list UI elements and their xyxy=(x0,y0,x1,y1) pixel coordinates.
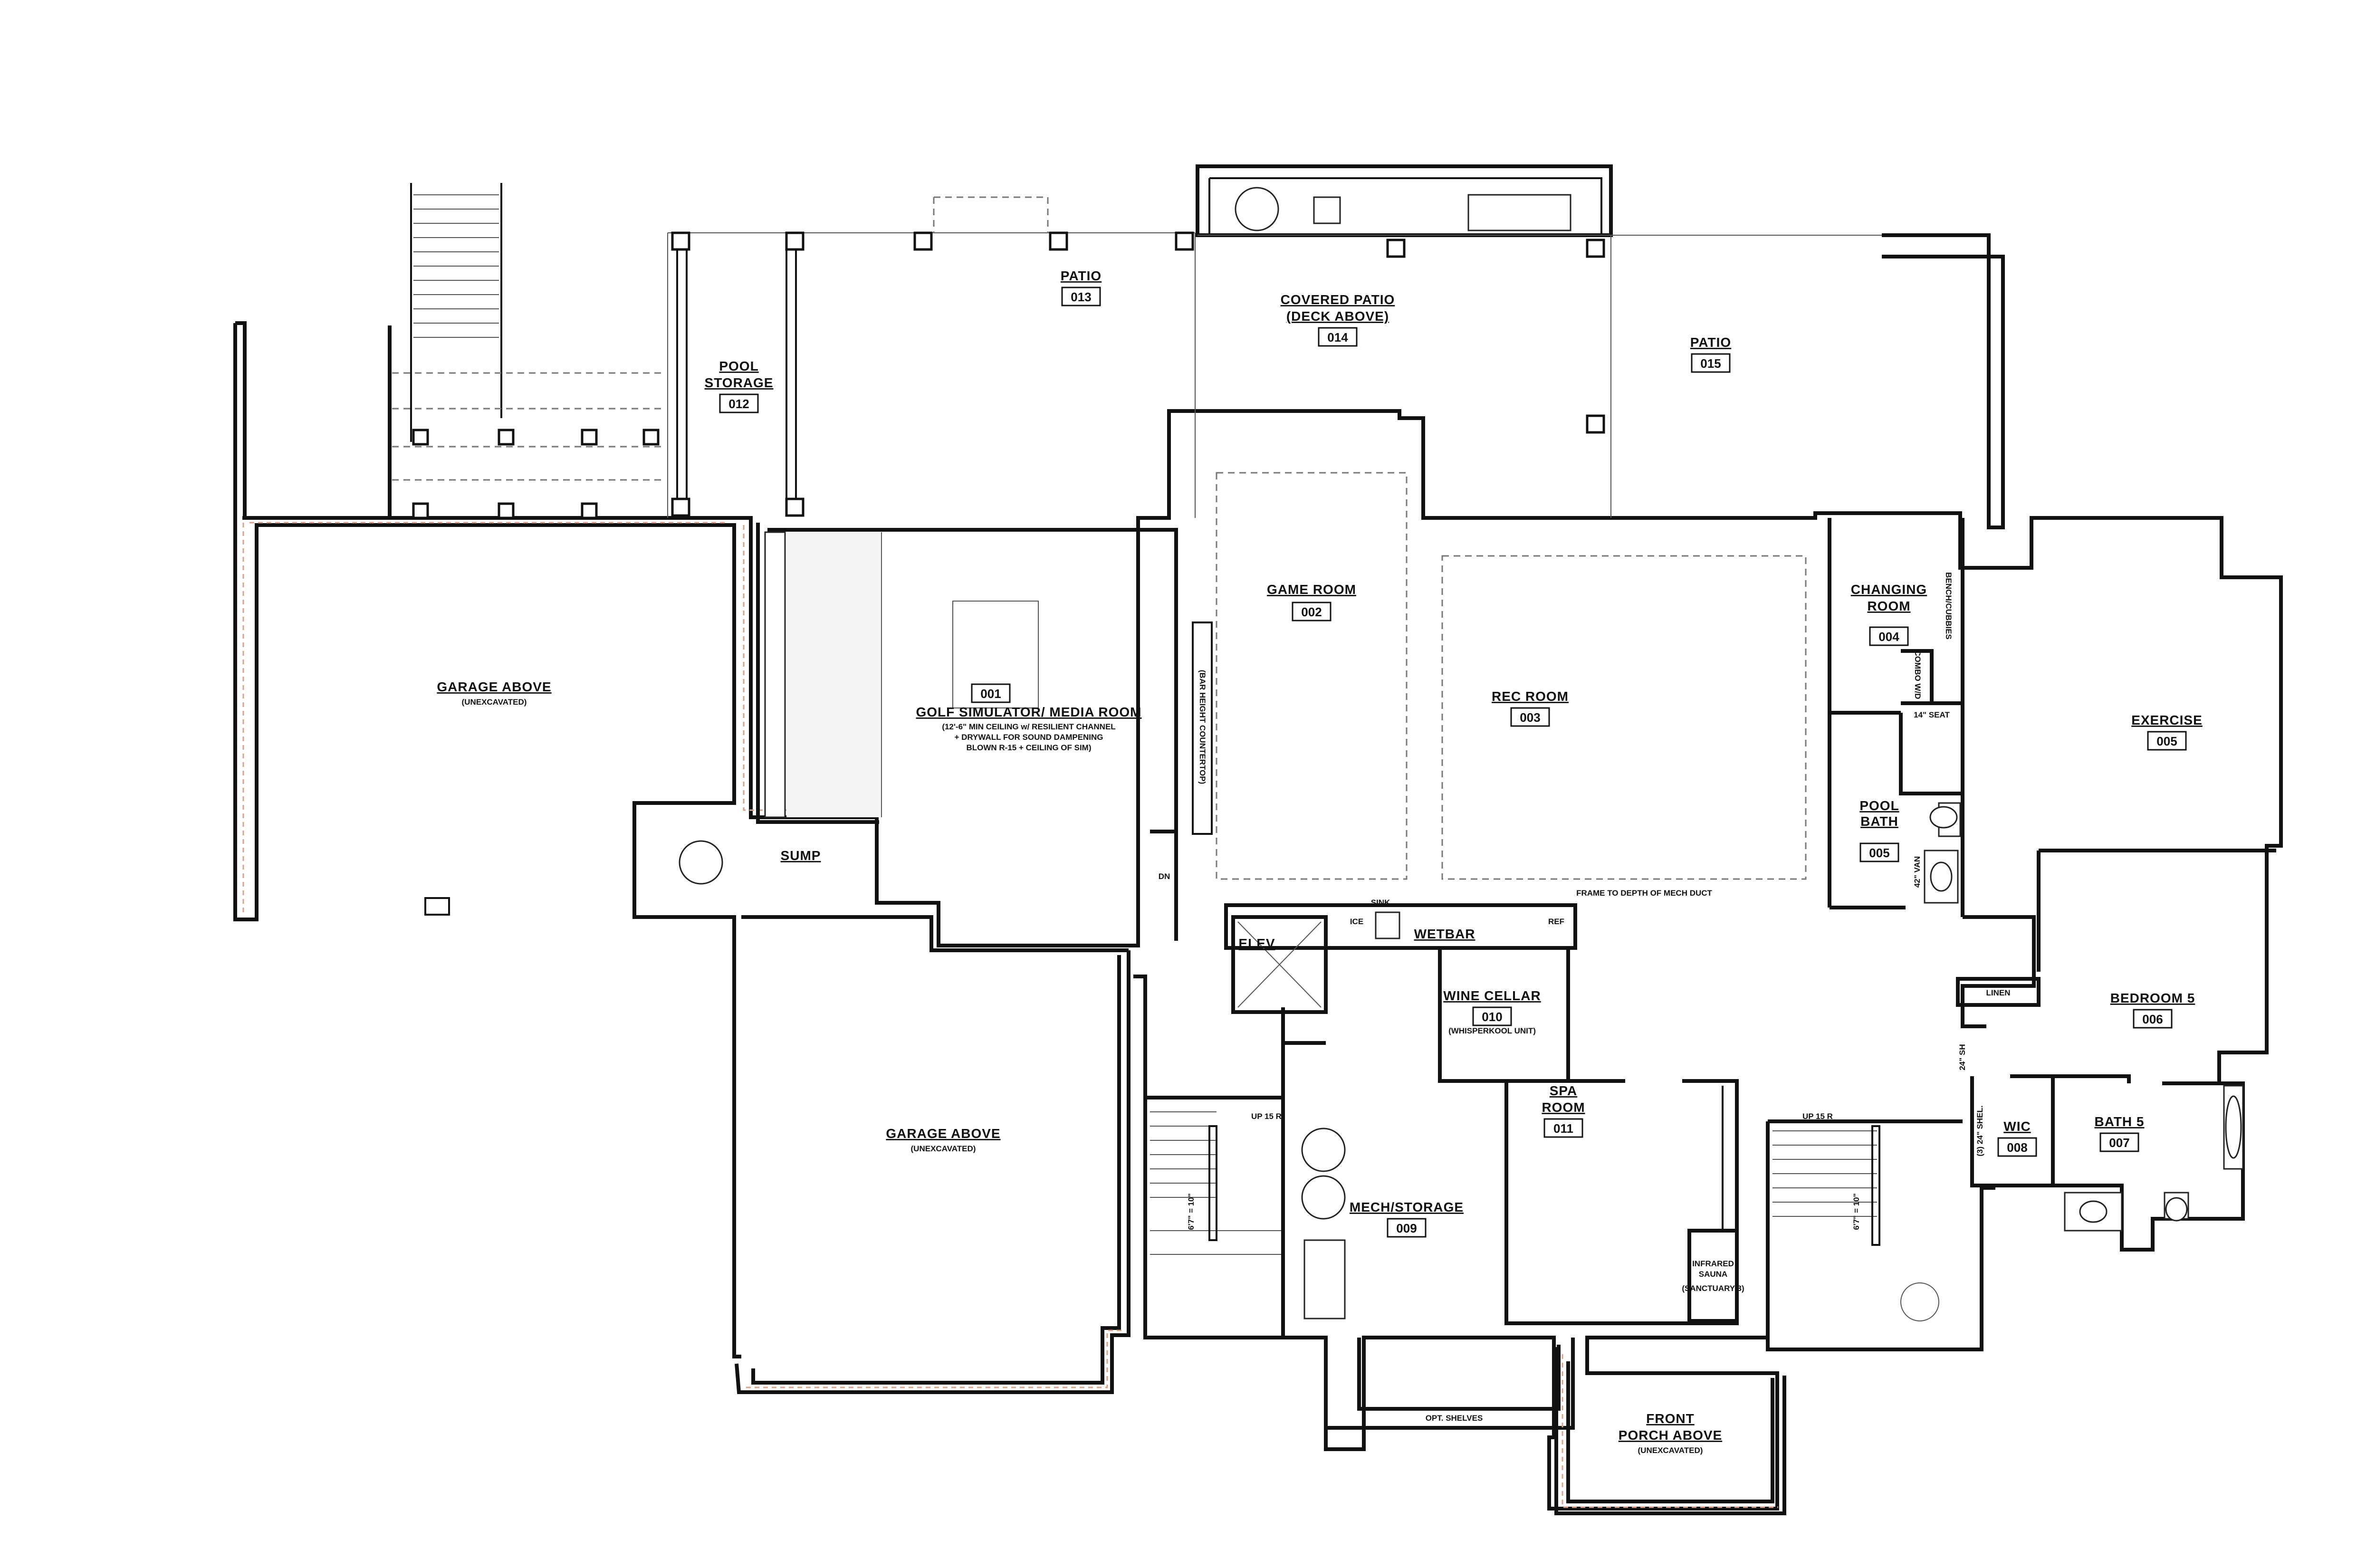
room-labels: PATIO 013 COVERED PATIO (DECK ABOVE) 014… xyxy=(437,268,2202,1455)
covered-patio-number: 014 xyxy=(1327,330,1348,344)
golf-sim-note-1: (12'-6" MIN CEILING w/ RESILIENT CHANNEL xyxy=(942,722,1115,731)
mech-storage-number: 009 xyxy=(1396,1221,1417,1235)
bath-5-number: 007 xyxy=(2109,1136,2129,1150)
wetbar-label: WETBAR xyxy=(1414,927,1475,941)
ice-label: ICE xyxy=(1350,917,1363,926)
up-right-label: UP 15 R xyxy=(1802,1112,1833,1121)
pool-bath-number: 005 xyxy=(1869,846,1889,860)
seat-label: 14" SEAT xyxy=(1914,710,1950,719)
front-porch-note: (UNEXCAVATED) xyxy=(1638,1446,1703,1455)
spa-room-name: SPA xyxy=(1550,1083,1578,1098)
mech-storage-name: MECH/STORAGE xyxy=(1350,1200,1464,1214)
pool-bath-subname: BATH xyxy=(1860,814,1898,829)
sauna-label-1: INFRARED xyxy=(1692,1259,1734,1268)
interior-walls xyxy=(679,472,2276,1349)
elev-label: ELEV xyxy=(1238,936,1275,951)
golf-sim-note-3: BLOWN R-15 + CEILING OF SIM) xyxy=(966,743,1091,752)
dn-label: DN xyxy=(1159,872,1170,881)
patio-013-name: PATIO xyxy=(1061,268,1102,283)
covered-patio-name: COVERED PATIO xyxy=(1281,292,1395,307)
up-left-label: UP 15 R xyxy=(1251,1112,1282,1121)
patio-015-name: PATIO xyxy=(1690,335,1731,350)
ref-label: REF xyxy=(1548,917,1564,926)
stair-right-label: 6'7" = 10" xyxy=(1852,1193,1861,1230)
rec-room-name: REC ROOM xyxy=(1492,689,1569,704)
garage-above-left-name: GARAGE ABOVE xyxy=(437,679,551,694)
sauna-label-3: (SANCTUARY 3) xyxy=(1682,1284,1744,1293)
shelf2-label: 24" SH xyxy=(1958,1044,1967,1070)
changing-room-name: CHANGING xyxy=(1851,582,1927,597)
exercise-name: EXERCISE xyxy=(2131,713,2203,727)
frame-note-label: FRAME TO DEPTH OF MECH DUCT xyxy=(1576,889,1712,898)
pool-storage-subname: STORAGE xyxy=(705,375,774,390)
golf-sim-name: GOLF SIMULATOR/ MEDIA ROOM xyxy=(916,705,1141,719)
golf-sim-note-2: + DRYWALL FOR SOUND DAMPENING xyxy=(954,733,1103,742)
bath-5-name: BATH 5 xyxy=(2094,1114,2144,1129)
patio-015-number: 015 xyxy=(1700,356,1721,371)
bedroom-5-name: BEDROOM 5 xyxy=(2110,991,2195,1005)
wic-name: WIC xyxy=(2003,1119,2031,1134)
game-room-number: 002 xyxy=(1301,605,1322,619)
pool-storage-number: 012 xyxy=(728,397,749,411)
stair-left-label: 6'7" = 10" xyxy=(1187,1193,1196,1230)
shelf-label: (3) 24" SHEL. xyxy=(1975,1105,1984,1156)
sauna-label-2: SAUNA xyxy=(1699,1270,1727,1279)
exercise-number: 005 xyxy=(2156,734,2177,748)
rec-room-number: 003 xyxy=(1520,710,1540,725)
combo-label: COMBO W/D xyxy=(1913,650,1922,699)
sink-label: SINK xyxy=(1371,898,1390,907)
benches-label: BENCH/CUBBIES xyxy=(1944,572,1953,640)
bedroom-5-number: 006 xyxy=(2142,1012,2163,1026)
van-label: 42" VAN xyxy=(1913,856,1922,888)
front-porch-name: FRONT xyxy=(1646,1411,1694,1426)
wine-cellar-number: 010 xyxy=(1482,1010,1502,1024)
front-porch-subname: PORCH ABOVE xyxy=(1619,1428,1722,1443)
wine-cellar-name: WINE CELLAR xyxy=(1443,988,1541,1003)
golf-sim-number: 001 xyxy=(980,687,1001,701)
changing-room-subname: ROOM xyxy=(1867,599,1910,613)
patio-013-number: 013 xyxy=(1071,290,1091,304)
pool-storage-name: POOL xyxy=(719,359,758,373)
opt-shelves-label: OPT. SHELVES xyxy=(1426,1414,1483,1423)
pool-bath-name: POOL xyxy=(1859,798,1899,813)
spa-room-subname: ROOM xyxy=(1542,1100,1585,1115)
garage-above-bottom-note: (UNEXCAVATED) xyxy=(911,1144,976,1153)
covered-patio-subname: (DECK ABOVE) xyxy=(1286,309,1389,324)
changing-room-number: 004 xyxy=(1878,630,1899,644)
garage-above-left-note: (UNEXCAVATED) xyxy=(462,698,527,707)
annotation-labels: SUMP ELEV WETBAR SINK ICE REF DN (BAR HE… xyxy=(781,572,2011,1423)
patios xyxy=(388,164,2005,529)
game-room-name: GAME ROOM xyxy=(1267,582,1356,597)
garage-above-bottom-name: GARAGE ABOVE xyxy=(886,1126,1000,1141)
bar-counter-label: (BAR HEIGHT COUNTERTOP) xyxy=(1198,670,1207,784)
wic-number: 008 xyxy=(2007,1140,2027,1155)
spa-room-number: 011 xyxy=(1553,1121,1573,1136)
wine-cellar-note: (WHISPERKOOL UNIT) xyxy=(1448,1026,1536,1035)
linen-label: LINEN xyxy=(1986,988,2011,997)
sump-label: SUMP xyxy=(781,848,821,863)
